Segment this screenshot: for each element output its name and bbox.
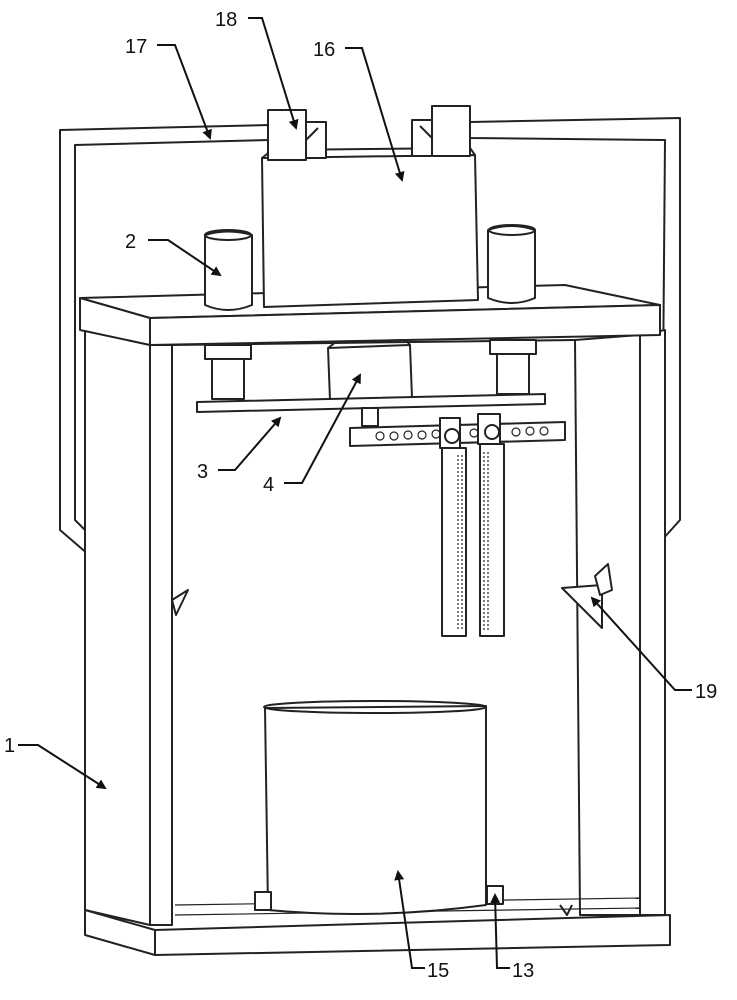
label-plate: 3	[197, 461, 208, 483]
label-rail: 13	[512, 960, 534, 982]
label-bucket: 15	[427, 960, 449, 982]
motor-right	[488, 225, 535, 303]
label-pipe: 17	[125, 36, 147, 58]
shaft-right	[490, 340, 536, 394]
label-drive: 4	[263, 474, 274, 496]
label-box: 16	[313, 39, 335, 61]
label-clamp: 18	[215, 9, 237, 31]
label-motor: 2	[125, 231, 136, 253]
rack-left	[440, 418, 466, 636]
clamp-left	[268, 110, 326, 160]
control-box	[262, 148, 478, 307]
label-nozzle: 19	[695, 681, 717, 703]
drive-box	[328, 340, 412, 400]
bucket	[264, 701, 486, 914]
shaft-left	[205, 345, 251, 399]
rack-right	[478, 414, 504, 636]
label-frame: 1	[4, 735, 15, 757]
clamp-right	[412, 106, 470, 156]
